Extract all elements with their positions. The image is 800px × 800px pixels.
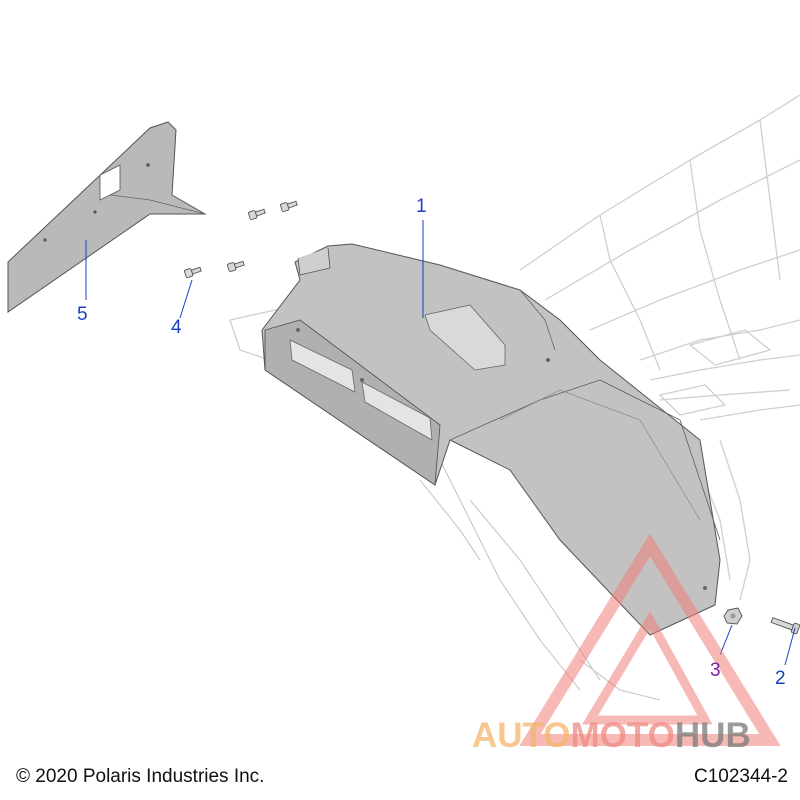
callout-5: 5 (77, 304, 88, 325)
drawing-code: C102344-2 (693, 766, 788, 787)
callout-3: 3 (710, 660, 721, 681)
callout-1: 1 (416, 196, 427, 217)
leader-lines (85, 220, 796, 666)
watermark-part-auto: AUTO (472, 716, 571, 755)
part-2-bolt (770, 617, 800, 635)
part-5-side-shield (7, 121, 207, 313)
watermark-part-moto: MOTO (570, 716, 675, 755)
watermark-wordmark: AUTOMOTOHUB (472, 716, 751, 756)
part-3-nut (723, 607, 743, 625)
callout-2: 2 (775, 668, 786, 689)
part-1-heat-shield (261, 243, 721, 636)
watermark-part-hub: HUB (674, 716, 751, 755)
watermark-logo (519, 533, 781, 746)
part-4-bolts (184, 200, 298, 279)
callout-4: 4 (171, 317, 182, 338)
copyright-text: © 2020 Polaris Industries Inc. (16, 766, 265, 787)
